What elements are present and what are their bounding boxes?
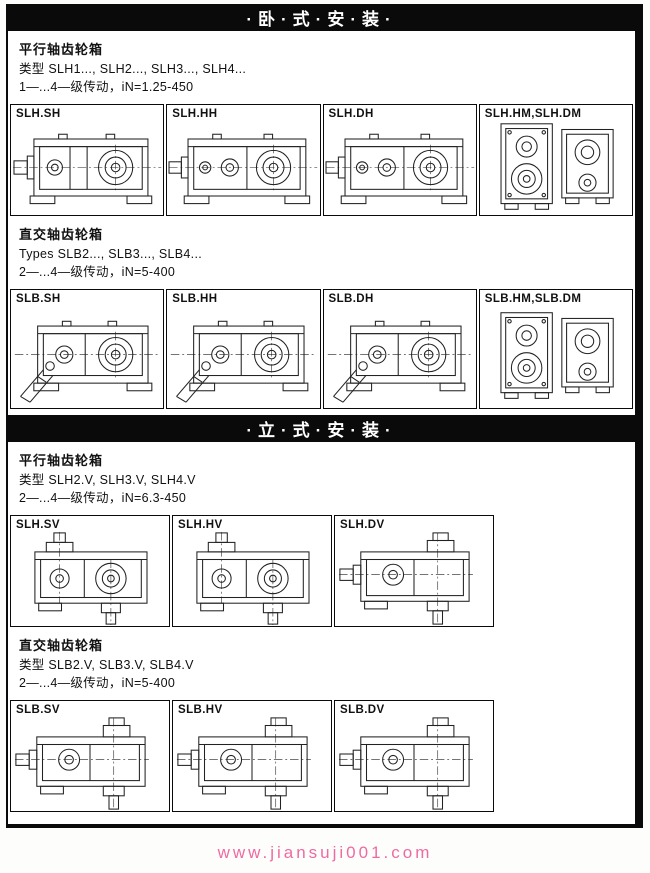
- parallel-gearbox-drawing: [167, 120, 319, 215]
- section-types-line: 类型 SLH2.V, SLH3.V, SLH4.V: [19, 472, 196, 487]
- bevel-gearbox-drawing: [167, 305, 319, 408]
- model-cell-slh-dh: SLH.DH: [322, 104, 477, 216]
- model-cell-slb-hv: SLB.HV: [172, 700, 332, 812]
- model-cell-slb-hh: SLB.HH: [166, 289, 321, 409]
- bevel-gearbox-vertical-drawing: [335, 716, 493, 811]
- bevel-gearbox-vertical-drawing: [11, 716, 169, 811]
- section-types-line: Types SLB2..., SLB3..., SLB4...: [19, 246, 203, 261]
- section-title: 直交轴齿轮箱: [19, 638, 104, 653]
- model-cell-slb-dh: SLB.DH: [322, 289, 477, 409]
- model-cell-slh-hv: SLH.HV: [172, 515, 332, 627]
- model-cell-slh-hm-dm: SLH.HM,SLH.DM: [478, 104, 633, 216]
- model-cell-slh-dv: SLH.DV: [334, 515, 494, 627]
- model-label: SLB.HH: [172, 293, 218, 305]
- model-label: SLB.SH: [16, 293, 61, 305]
- banner-horizontal-text: ·卧·式·安·装·: [246, 10, 397, 29]
- section-spec-line: 2—...4—级传动，iN=5-400: [19, 676, 176, 691]
- watermark-url: www.jiansuji001.com: [217, 843, 433, 862]
- section-spec-line: 2—...4—级传动，iN=6.3-450: [19, 491, 187, 506]
- section-title: 平行轴齿轮箱: [19, 42, 104, 57]
- model-label: SLB.HV: [178, 704, 223, 716]
- page-frame: ·卧·式·安·装· 平行轴齿轮箱 类型 SLH1..., SLH2..., SL…: [6, 4, 643, 828]
- model-label: SLH.HH: [172, 108, 218, 120]
- model-label: SLB.DH: [328, 293, 374, 305]
- model-label: SLH.DV: [340, 519, 385, 531]
- section-parallel-vertical: 平行轴齿轮箱 类型 SLH2.V, SLH3.V, SLH4.V 2—...4—…: [8, 442, 635, 627]
- banner-vertical-text: ·立·式·安·装·: [246, 421, 397, 440]
- bevel-gearbox-vertical-drawing: [173, 716, 331, 811]
- model-row-slh-horizontal: SLH.SH SLH.HH SLH.DH SLH.HM,SLH.DM: [10, 104, 633, 216]
- model-label: SLB.DV: [340, 704, 385, 716]
- bevel-gearbox-front-drawing: [480, 305, 632, 408]
- section-header: 平行轴齿轮箱 类型 SLH2.V, SLH3.V, SLH4.V 2—...4—…: [8, 442, 635, 513]
- parallel-gearbox-vertical-drawing: [11, 531, 169, 626]
- parallel-gearbox-drawing: [11, 120, 163, 215]
- section-types-line: 类型 SLH1..., SLH2..., SLH3..., SLH4...: [19, 61, 247, 76]
- section-spec-line: 2—...4—级传动，iN=5-400: [19, 265, 176, 280]
- model-label: SLH.HM,SLH.DM: [484, 108, 582, 120]
- model-label: SLB.HM,SLB.DM: [484, 293, 582, 305]
- model-row-slb-horizontal: SLB.SH SLB.HH SLB.DH SLB.HM,SLB.DM: [10, 289, 633, 409]
- section-types-line: 类型 SLB2.V, SLB3.V, SLB4.V: [19, 657, 194, 672]
- model-label: SLH.SV: [16, 519, 60, 531]
- model-cell-slh-hh: SLH.HH: [166, 104, 321, 216]
- model-cell-slh-sv: SLH.SV: [10, 515, 170, 627]
- model-cell-slb-sv: SLB.SV: [10, 700, 170, 812]
- banner-vertical-mount: ·立·式·安·装·: [8, 415, 635, 442]
- model-label: SLB.SV: [16, 704, 60, 716]
- section-header: 直交轴齿轮箱 Types SLB2..., SLB3..., SLB4... 2…: [8, 216, 635, 287]
- parallel-gearbox-front-drawing: [480, 120, 632, 215]
- section-header: 平行轴齿轮箱 类型 SLH1..., SLH2..., SLH3..., SLH…: [8, 31, 635, 102]
- section-header: 直交轴齿轮箱 类型 SLB2.V, SLB3.V, SLB4.V 2—...4—…: [8, 627, 635, 698]
- model-row-slb-vertical: SLB.SV SLB.HV SLB.DV: [10, 700, 633, 812]
- section-spec-line: 1—...4—级传动，iN=1.25-450: [19, 80, 194, 95]
- model-cell-slb-sh: SLB.SH: [10, 289, 165, 409]
- section-bevel-vertical: 直交轴齿轮箱 类型 SLB2.V, SLB3.V, SLB4.V 2—...4—…: [8, 627, 635, 812]
- bevel-gearbox-drawing: [324, 305, 476, 408]
- parallel-gearbox-drawing: [324, 120, 476, 215]
- parallel-gearbox-vertical-drawing: [335, 531, 493, 626]
- model-label: SLH.SH: [16, 108, 61, 120]
- model-cell-slb-dv: SLB.DV: [334, 700, 494, 812]
- model-cell-slh-sh: SLH.SH: [10, 104, 165, 216]
- model-row-slh-vertical: SLH.SV SLH.HV SLH.DV: [10, 515, 633, 627]
- model-cell-slb-hm-dm: SLB.HM,SLB.DM: [478, 289, 633, 409]
- bevel-gearbox-drawing: [11, 305, 163, 408]
- section-bevel-horizontal: 直交轴齿轮箱 Types SLB2..., SLB3..., SLB4... 2…: [8, 216, 635, 409]
- parallel-gearbox-vertical-drawing: [173, 531, 331, 626]
- section-parallel-horizontal: 平行轴齿轮箱 类型 SLH1..., SLH2..., SLH3..., SLH…: [8, 31, 635, 216]
- banner-horizontal-mount: ·卧·式·安·装·: [8, 4, 635, 31]
- model-label: SLH.HV: [178, 519, 223, 531]
- section-title: 直交轴齿轮箱: [19, 227, 104, 242]
- model-label: SLH.DH: [328, 108, 374, 120]
- section-title: 平行轴齿轮箱: [19, 453, 104, 468]
